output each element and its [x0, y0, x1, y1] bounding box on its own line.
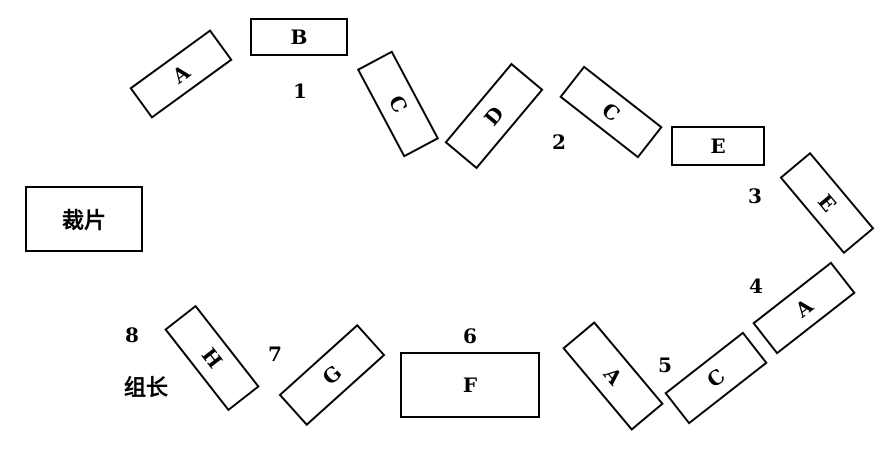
- station-label: C: [597, 97, 625, 127]
- station-a-2: A: [752, 261, 856, 355]
- station-label: A: [790, 293, 818, 323]
- station-label: H: [196, 343, 228, 373]
- station-f: F: [400, 352, 540, 418]
- station-e-1: E: [671, 126, 765, 166]
- station-label: C: [702, 363, 730, 393]
- sequence-number-3: 3: [748, 184, 762, 208]
- station-label: B: [290, 25, 308, 49]
- station-a-1: A: [129, 29, 233, 119]
- station-g: G: [278, 323, 386, 427]
- station-c-1: C: [356, 50, 440, 158]
- sequence-number-5: 5: [658, 353, 672, 377]
- sequence-number-8: 8: [125, 323, 139, 347]
- station-a-3: A: [562, 321, 664, 431]
- station-label: E: [710, 134, 726, 158]
- station-label: A: [167, 59, 195, 89]
- station-d: D: [444, 62, 544, 170]
- sequence-number-4: 4: [749, 274, 763, 298]
- station-h: H: [164, 304, 260, 412]
- station-e-2: E: [779, 151, 875, 255]
- station-c-2: C: [559, 65, 663, 159]
- station-label: D: [479, 101, 509, 131]
- station-label: C: [383, 91, 413, 117]
- group-leader-label: 组长: [124, 376, 169, 401]
- station-c-3: C: [664, 331, 768, 425]
- cutting-pieces-box: 裁片: [25, 186, 143, 252]
- sequence-number-7: 7: [268, 342, 282, 366]
- station-label: F: [462, 373, 478, 397]
- station-b: B: [250, 18, 348, 56]
- sequence-number-1: 1: [293, 79, 307, 103]
- sequence-number-6: 6: [463, 324, 477, 348]
- station-label: G: [317, 360, 347, 390]
- cutting-pieces-label: 裁片: [61, 209, 106, 234]
- sequence-number-2: 2: [552, 130, 566, 154]
- station-label: A: [598, 362, 628, 390]
- station-label: E: [812, 189, 842, 217]
